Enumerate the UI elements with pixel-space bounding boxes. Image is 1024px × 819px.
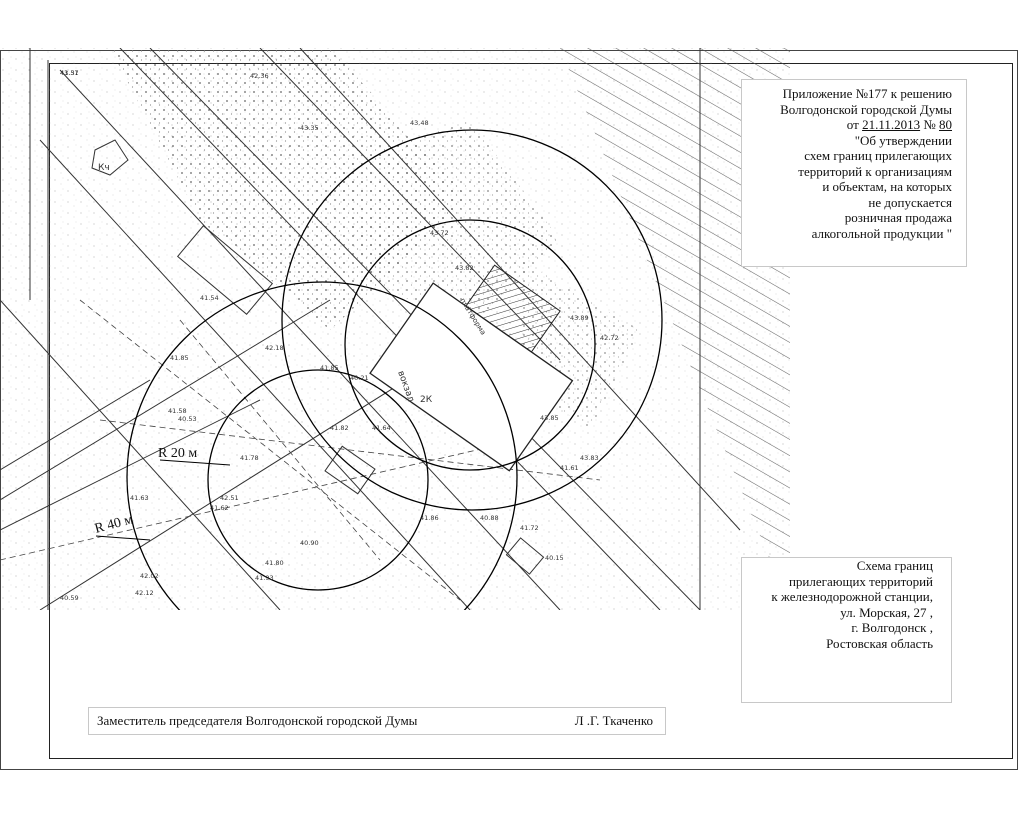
signature-name: Л .Г. Ткаченко	[574, 713, 653, 728]
spot-height-label: 42.18	[265, 344, 284, 352]
scheme-line-4: ул. Морская, 27 ,	[840, 604, 933, 620]
spot-height-label: 43.83	[580, 454, 599, 462]
spot-height-label: 42.51	[220, 494, 239, 502]
spot-height-label: 41.72	[520, 524, 539, 532]
spot-height-label: 43.82	[455, 264, 474, 272]
outer-circle-station	[281, 129, 663, 511]
railway-hatch	[560, 48, 790, 560]
topographic-map: R 20 м R 40 м вокзал 2К Кч платформа 43.…	[0, 48, 790, 610]
spot-height-label: 41.61	[560, 464, 579, 472]
station-building	[369, 264, 574, 472]
kiosk-label: Кч	[98, 163, 110, 173]
spot-height-label: 40.53	[178, 415, 197, 423]
annex-number: 80	[939, 117, 952, 132]
spot-height-label: 40.90	[300, 539, 319, 547]
spot-height-label: 43.37	[60, 69, 79, 77]
scheme-line-6: Ростовская область	[826, 635, 933, 651]
spot-height-label: 43.35	[300, 124, 319, 132]
annex-line-9: розничная продажа	[844, 210, 952, 225]
spot-height-label: 41.58	[168, 407, 187, 415]
outer-circle-r40	[126, 281, 518, 610]
spot-height-label: 42.72	[600, 334, 619, 342]
spot-height-label: 43.48	[410, 119, 429, 127]
spot-height-label: 41.86	[420, 514, 439, 522]
spot-height-label: 41.82	[330, 424, 349, 432]
spot-height-label: 40.15	[545, 554, 564, 562]
scheme-line-2: прилегающих территорий	[788, 573, 933, 589]
annex-line-5: схем границ прилегающих	[804, 148, 952, 163]
spot-height-label: 40.88	[480, 514, 499, 522]
annex-line-4: "Об утверждении	[854, 132, 952, 148]
spot-heights: 43.37 42.36 43.35 43.48 43.72 43.82 42.72 43.89…	[60, 69, 619, 602]
spot-height-label: 41.51	[60, 69, 79, 77]
annex-caption: Приложение №177 к решению Волгодонской г…	[741, 79, 967, 267]
annex-line-3: от 21.11.2013 № 80	[746, 117, 952, 133]
spot-height-label: 41.78	[240, 454, 259, 462]
scheme-line-5: г. Волгодонск ,	[851, 620, 933, 635]
radius-label-small: R 20 м	[158, 446, 197, 461]
annex-date: 21.11.2013	[862, 117, 921, 132]
spot-height-label: 43.85	[540, 414, 559, 422]
spot-height-label: 41.80	[265, 559, 284, 567]
spot-height-label: 43.89	[570, 314, 589, 322]
scheme-line-3: к железнодорожной станции,	[771, 589, 933, 604]
map-drawing: R 20 м R 40 м вокзал 2К Кч платформа 43.…	[0, 48, 790, 610]
scheme-line-1: Схема границ	[856, 558, 933, 573]
spot-height-label: 41.93	[255, 574, 274, 582]
spot-height-label: 42.02	[140, 572, 159, 580]
annex-line-10: алкогольной продукции "	[811, 225, 952, 241]
spot-height-label: 41.85	[170, 354, 189, 362]
station-floors: 2К	[420, 395, 433, 405]
annex-line-7: и объектам, на которых	[822, 179, 952, 194]
annex-line-8: не допускается	[868, 194, 952, 210]
spot-height-label: 41.54	[200, 294, 219, 302]
annex-line-6: территорий к организациям	[798, 163, 952, 179]
r20-leader	[159, 459, 231, 466]
dashed-lines	[0, 299, 601, 601]
annex-date-prefix: от	[846, 117, 863, 132]
spot-height-label: 41.63	[130, 494, 149, 502]
annex-line-2: Волгодонской городской Думы	[780, 101, 952, 117]
spot-height-label: 40.59	[60, 594, 79, 602]
scheme-caption: Схема границ прилегающих территорий к же…	[741, 557, 952, 703]
annex-line-1: Приложение №177 к решению	[782, 86, 952, 101]
spot-height-label: 41.64	[372, 424, 391, 432]
spot-height-label: 41.85	[320, 364, 339, 372]
buffer-zone-outlines	[126, 129, 663, 610]
spot-height-label: 41.62	[210, 504, 229, 512]
inner-circle-r20	[207, 369, 429, 591]
spot-height-label: 40.21	[350, 374, 369, 382]
spot-height-label: 42.12	[135, 589, 154, 597]
r40-leader	[95, 535, 151, 541]
signature-block: Заместитель председателя Волгодонской го…	[88, 707, 666, 735]
annex-number-prefix: №	[920, 117, 939, 132]
spot-height-label: 42.36	[250, 72, 269, 80]
inner-circle-station	[344, 219, 596, 471]
spot-height-label: 43.72	[430, 229, 449, 237]
signature-position: Заместитель председателя Волгодонской го…	[97, 713, 418, 728]
small-structures	[91, 139, 545, 575]
